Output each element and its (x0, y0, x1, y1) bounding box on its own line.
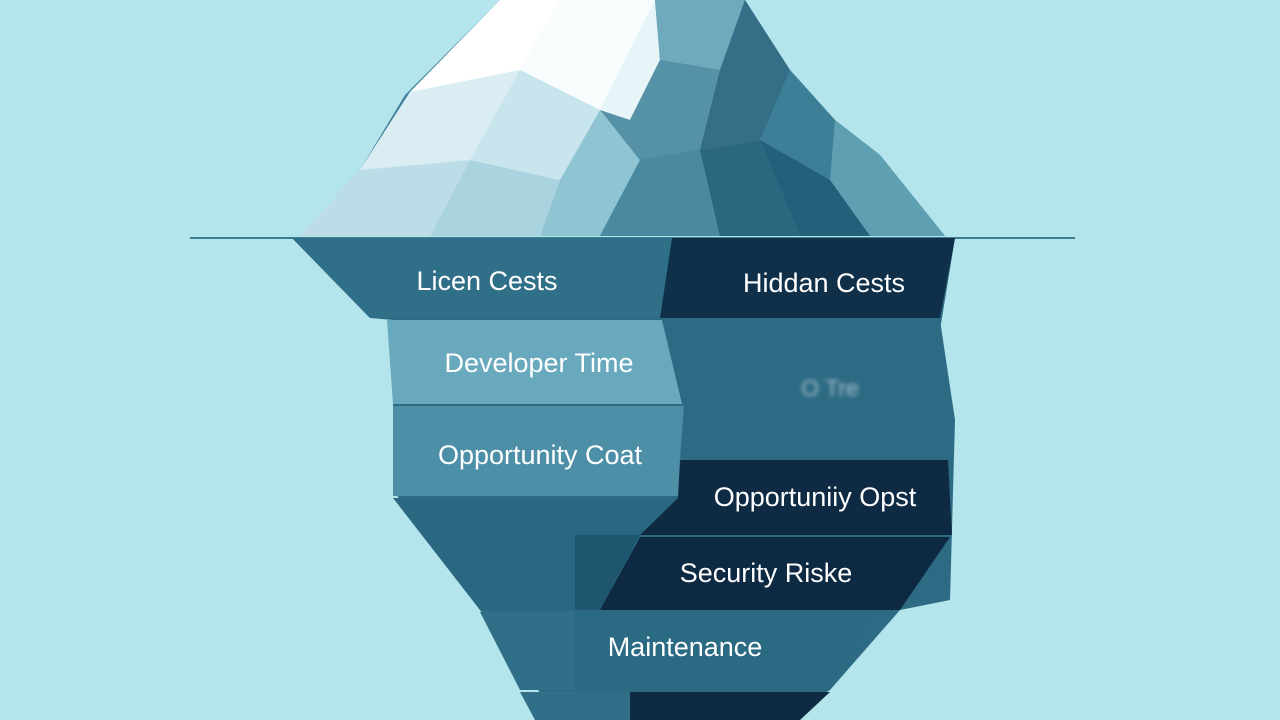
band-developer-time (387, 320, 682, 404)
band-opportunity-coat (393, 406, 684, 496)
iceberg-facet (655, 0, 745, 70)
iceberg-facet (600, 150, 720, 236)
iceberg-facet (760, 140, 870, 236)
band-lower-left-shadow (575, 535, 640, 610)
band-bottom-left (520, 692, 630, 720)
iceberg-facet (830, 120, 945, 236)
band-security-riske (600, 537, 950, 610)
band-opportuniiy-opst (640, 460, 952, 535)
band-maintenance-left (480, 612, 575, 690)
iceberg-facet (360, 70, 520, 170)
iceberg-tip (300, 0, 945, 236)
label-licen-cests: Licen Cests (416, 266, 557, 296)
band-licen-cests (292, 238, 672, 318)
label-security-riske: Security Riske (680, 558, 853, 588)
labels: Licen Cests Hiddan Cests Developer Time … (416, 266, 916, 662)
band-faded-right (662, 320, 955, 458)
iceberg-facet (410, 0, 560, 92)
label-developer-time: Developer Time (444, 348, 633, 378)
label-opportunity-coat: Opportunity Coat (438, 440, 643, 470)
iceberg-facet (700, 140, 800, 236)
iceberg-facet (300, 160, 470, 236)
iceberg-facet (520, 0, 655, 110)
band-maintenance (575, 612, 870, 690)
iceberg-facet (600, 60, 720, 160)
label-maintenance: Maintenance (608, 632, 763, 662)
label-opportuniiy-opst: Opportuniiy Opst (714, 482, 917, 512)
iceberg-facet (700, 0, 790, 150)
label-faded: O Tre (801, 375, 859, 401)
band-hiddan-cests (660, 238, 955, 318)
iceberg-facet (430, 160, 560, 236)
iceberg-facet (470, 70, 600, 180)
iceberg-facet (760, 70, 835, 180)
iceberg-underwater (292, 238, 955, 720)
label-hiddan-cests: Hiddan Cests (743, 268, 905, 298)
band-lower-left (393, 498, 678, 610)
iceberg-facet (540, 110, 640, 236)
band-bottom-right (630, 692, 830, 720)
